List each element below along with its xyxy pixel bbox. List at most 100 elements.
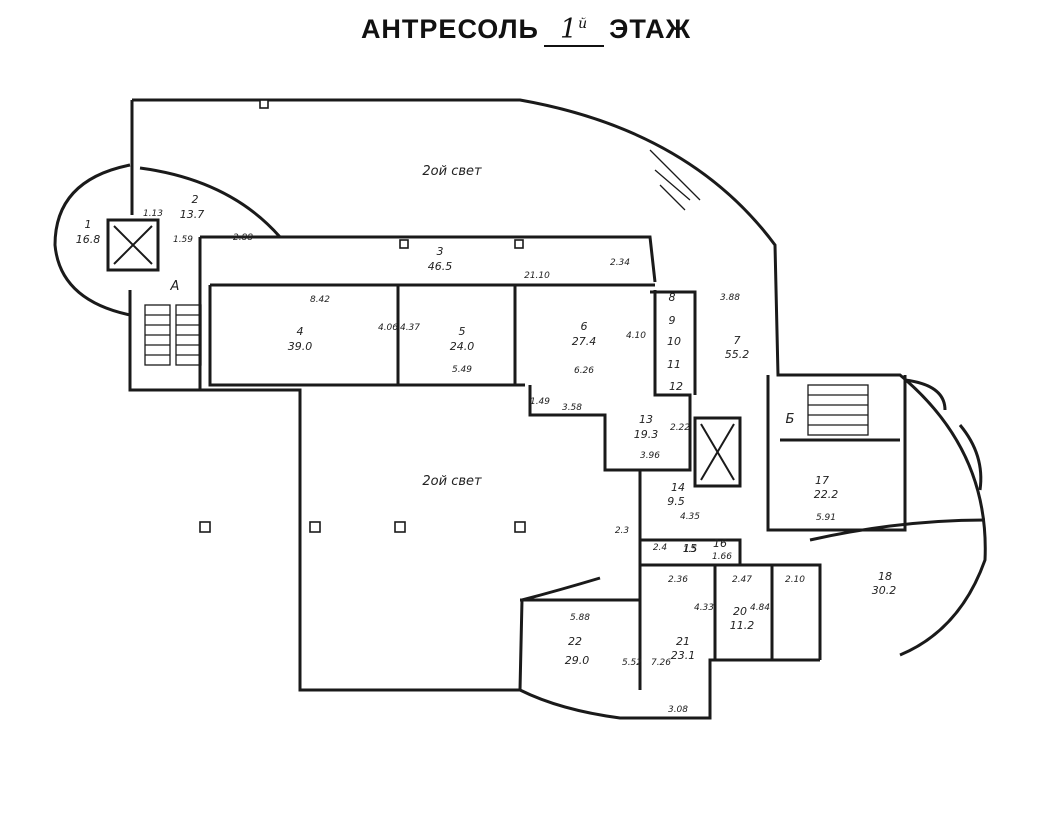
space-labels: 2ой свет 2ой свет А Б (170, 164, 795, 489)
dimension: 1.13 (143, 209, 163, 219)
room-number: 7 (734, 334, 741, 347)
room-area: 11.2 (730, 619, 755, 632)
title-floor-number: 1й (544, 14, 605, 47)
dimension: 4.33 (694, 603, 714, 613)
room-area: 39.0 (288, 340, 313, 353)
dimension: 4.35 (680, 512, 700, 522)
wall-room-13 (528, 290, 692, 472)
room-labels: 1 16.8 2 13.7 3 46.5 4 39.0 5 24.0 6 27.… (76, 193, 897, 667)
room-number: 16 (713, 537, 727, 550)
room-number: 9 (669, 314, 676, 327)
room-number: 10 (667, 335, 681, 348)
stair-treads-a (145, 314, 201, 356)
dimension: 8.42 (310, 295, 330, 305)
wall-room-1 (53, 163, 131, 317)
outer-wall-east (132, 98, 987, 657)
room-area: 16.8 (76, 233, 101, 246)
column (514, 521, 526, 533)
stairs (144, 149, 869, 436)
column (394, 521, 406, 533)
walls (53, 98, 987, 720)
room-area: 23.1 (671, 649, 696, 662)
dimension: 2.22 (670, 423, 690, 433)
wall-rooms-20-21-top (640, 563, 822, 660)
stair-flight-b (807, 384, 869, 436)
room-number: 3 (437, 245, 444, 258)
room-number: 15 (683, 542, 697, 555)
dimension: 1.59 (173, 235, 193, 245)
room-number: 5 (459, 325, 466, 338)
room-number: 20 (733, 605, 747, 618)
elevator-shaft-west (106, 218, 160, 272)
column (259, 99, 269, 109)
dimension: 4.06 (378, 323, 398, 333)
room-number: 17 (815, 474, 829, 487)
title-word: АНТРЕСОЛЬ (360, 14, 539, 44)
plan-title: АНТРЕСОЛЬ 1й ЭТАЖ (0, 14, 1052, 47)
elevator-shaft-east (693, 416, 742, 488)
room-number: 2 (192, 193, 199, 206)
double-height-label-main: 2ой свет (422, 474, 482, 489)
room-number: 8 (669, 291, 676, 304)
room-area: 19.3 (634, 428, 659, 441)
dimension: 6.26 (574, 366, 594, 376)
column (199, 521, 211, 533)
dimension: 3.58 (562, 403, 582, 413)
wall-rooms-bottom (208, 285, 525, 387)
elevator-icon (113, 225, 153, 265)
column (309, 521, 321, 533)
room-area: 22.2 (814, 488, 839, 501)
dimension: 1.66 (712, 552, 732, 562)
column (514, 239, 524, 249)
wall-room-17 (766, 375, 907, 532)
dimension-labels: 1.13 1.59 2.88 8.42 4.06 4.37 5.49 4.10 … (143, 209, 836, 715)
columns (199, 99, 526, 533)
room-area: 24.0 (450, 340, 475, 353)
dimension: 4.84 (750, 603, 770, 613)
dimension: 3.96 (640, 451, 660, 461)
outer-wall-south (519, 658, 820, 720)
wall-room-15-16 (640, 538, 742, 565)
room-number: 14 (671, 481, 685, 494)
room-number: 18 (878, 570, 892, 583)
dimension: 3.08 (668, 705, 688, 715)
stair-treads-b (808, 394, 868, 426)
wall-room-2-arc (139, 166, 282, 238)
dimension: 21.10 (524, 271, 550, 281)
column (399, 239, 409, 249)
stair-b-label: Б (786, 412, 795, 427)
room-area: 9.5 (667, 495, 685, 508)
dimension: 2.3 (615, 526, 630, 536)
wall-room-18-top (809, 518, 986, 542)
room-number: 1 (85, 218, 92, 231)
title-floor-word: ЭТАЖ (609, 14, 692, 44)
outer-wall-south-west (128, 290, 601, 692)
stair-hatch-ne (649, 149, 701, 211)
elevator-marks (113, 225, 735, 481)
dimension: 1.49 (530, 397, 550, 407)
dimension: 5.52 (622, 658, 642, 668)
dimension: 3.88 (720, 293, 740, 303)
elevator-icon (700, 423, 735, 481)
wall-corridor-top (200, 235, 657, 283)
room-area: 55.2 (725, 348, 750, 361)
dimension: 4.37 (400, 323, 420, 333)
room-area: 29.0 (565, 654, 590, 667)
stair-a-label: А (170, 279, 180, 294)
room-area: 13.7 (180, 208, 205, 221)
room-area: 27.4 (572, 335, 597, 348)
dimension: 2.4 (653, 543, 668, 553)
room-number: 11 (667, 358, 681, 371)
wall-bay-c (958, 424, 983, 491)
room-number: 22 (568, 635, 582, 648)
dimension: 2.10 (785, 575, 805, 585)
dimension: 1.5 (683, 545, 698, 555)
room-number: 12 (669, 380, 683, 393)
dimension: 2.34 (610, 258, 630, 268)
dimension: 4.10 (626, 331, 646, 341)
room-number: 4 (297, 325, 304, 338)
dimension: 2.36 (668, 575, 688, 585)
dimension: 2.88 (233, 233, 253, 243)
double-height-label-top: 2ой свет (422, 164, 482, 179)
room-number: 13 (639, 413, 653, 426)
